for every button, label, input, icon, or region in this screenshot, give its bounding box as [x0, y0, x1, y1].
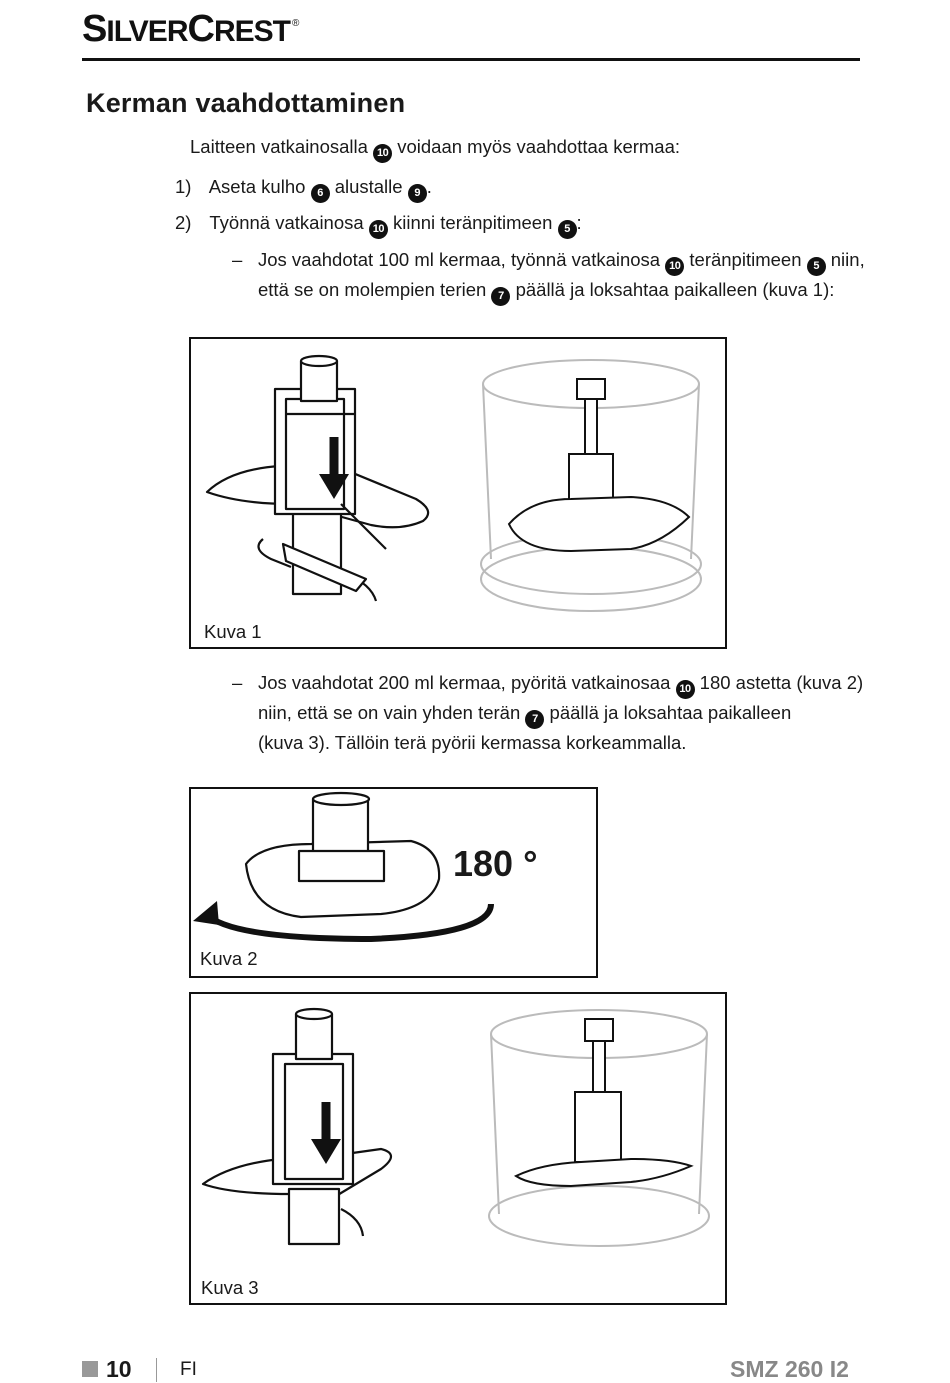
raised-blade-illustration [201, 1007, 710, 1247]
figure-3: Kuva 3 [189, 992, 727, 1305]
figure-2: 180 ° Kuva 2 [189, 787, 598, 978]
page-number: 10 [106, 1356, 132, 1382]
bullet-2-text: Jos vaahdotat 200 ml kermaa, pyöritä vat… [258, 672, 864, 753]
section-heading: Kerman vaahdottaminen [86, 88, 406, 118]
part-badge: 9 [407, 184, 427, 203]
blade-insert-illustration [205, 354, 702, 612]
figure-2-caption: Kuva 2 [200, 948, 258, 969]
part-badge: 10 [373, 144, 393, 163]
figure-1: Kuva 1 [189, 337, 727, 649]
figure-1-caption: Kuva 1 [204, 621, 262, 642]
step-1: 1) Aseta kulho 6 alustalle 9. [175, 173, 432, 203]
part-badge: 10 [665, 257, 685, 276]
rotation-illustration [193, 791, 494, 943]
figure-3-caption: Kuva 3 [201, 1277, 259, 1298]
bullet-dash: – [232, 672, 243, 693]
header-rule [82, 58, 860, 61]
footer-marker [82, 1361, 98, 1377]
part-badge: 7 [491, 287, 511, 306]
brand-logo: SILVERCREST® [82, 8, 299, 50]
part-badge: 10 [675, 680, 695, 699]
part-badge: 7 [525, 710, 545, 729]
bullet-dash: – [232, 249, 243, 270]
model-number: SMZ 260 I2 [730, 1356, 849, 1382]
part-badge: 5 [557, 220, 577, 239]
intro-text: Laitteen vatkainosalla 10 voidaan myös v… [190, 133, 680, 163]
part-badge: 5 [806, 257, 826, 276]
rotation-angle: 180 ° [453, 843, 538, 884]
language-code: FI [180, 1359, 197, 1380]
footer-separator [156, 1358, 157, 1382]
bullet-1-text: Jos vaahdotat 100 ml kermaa, työnnä vatk… [258, 246, 868, 306]
step-2: 2) Työnnä vatkainosa 10 kiinni teränpiti… [175, 209, 582, 239]
part-badge: 10 [368, 220, 388, 239]
part-badge: 6 [310, 184, 330, 203]
